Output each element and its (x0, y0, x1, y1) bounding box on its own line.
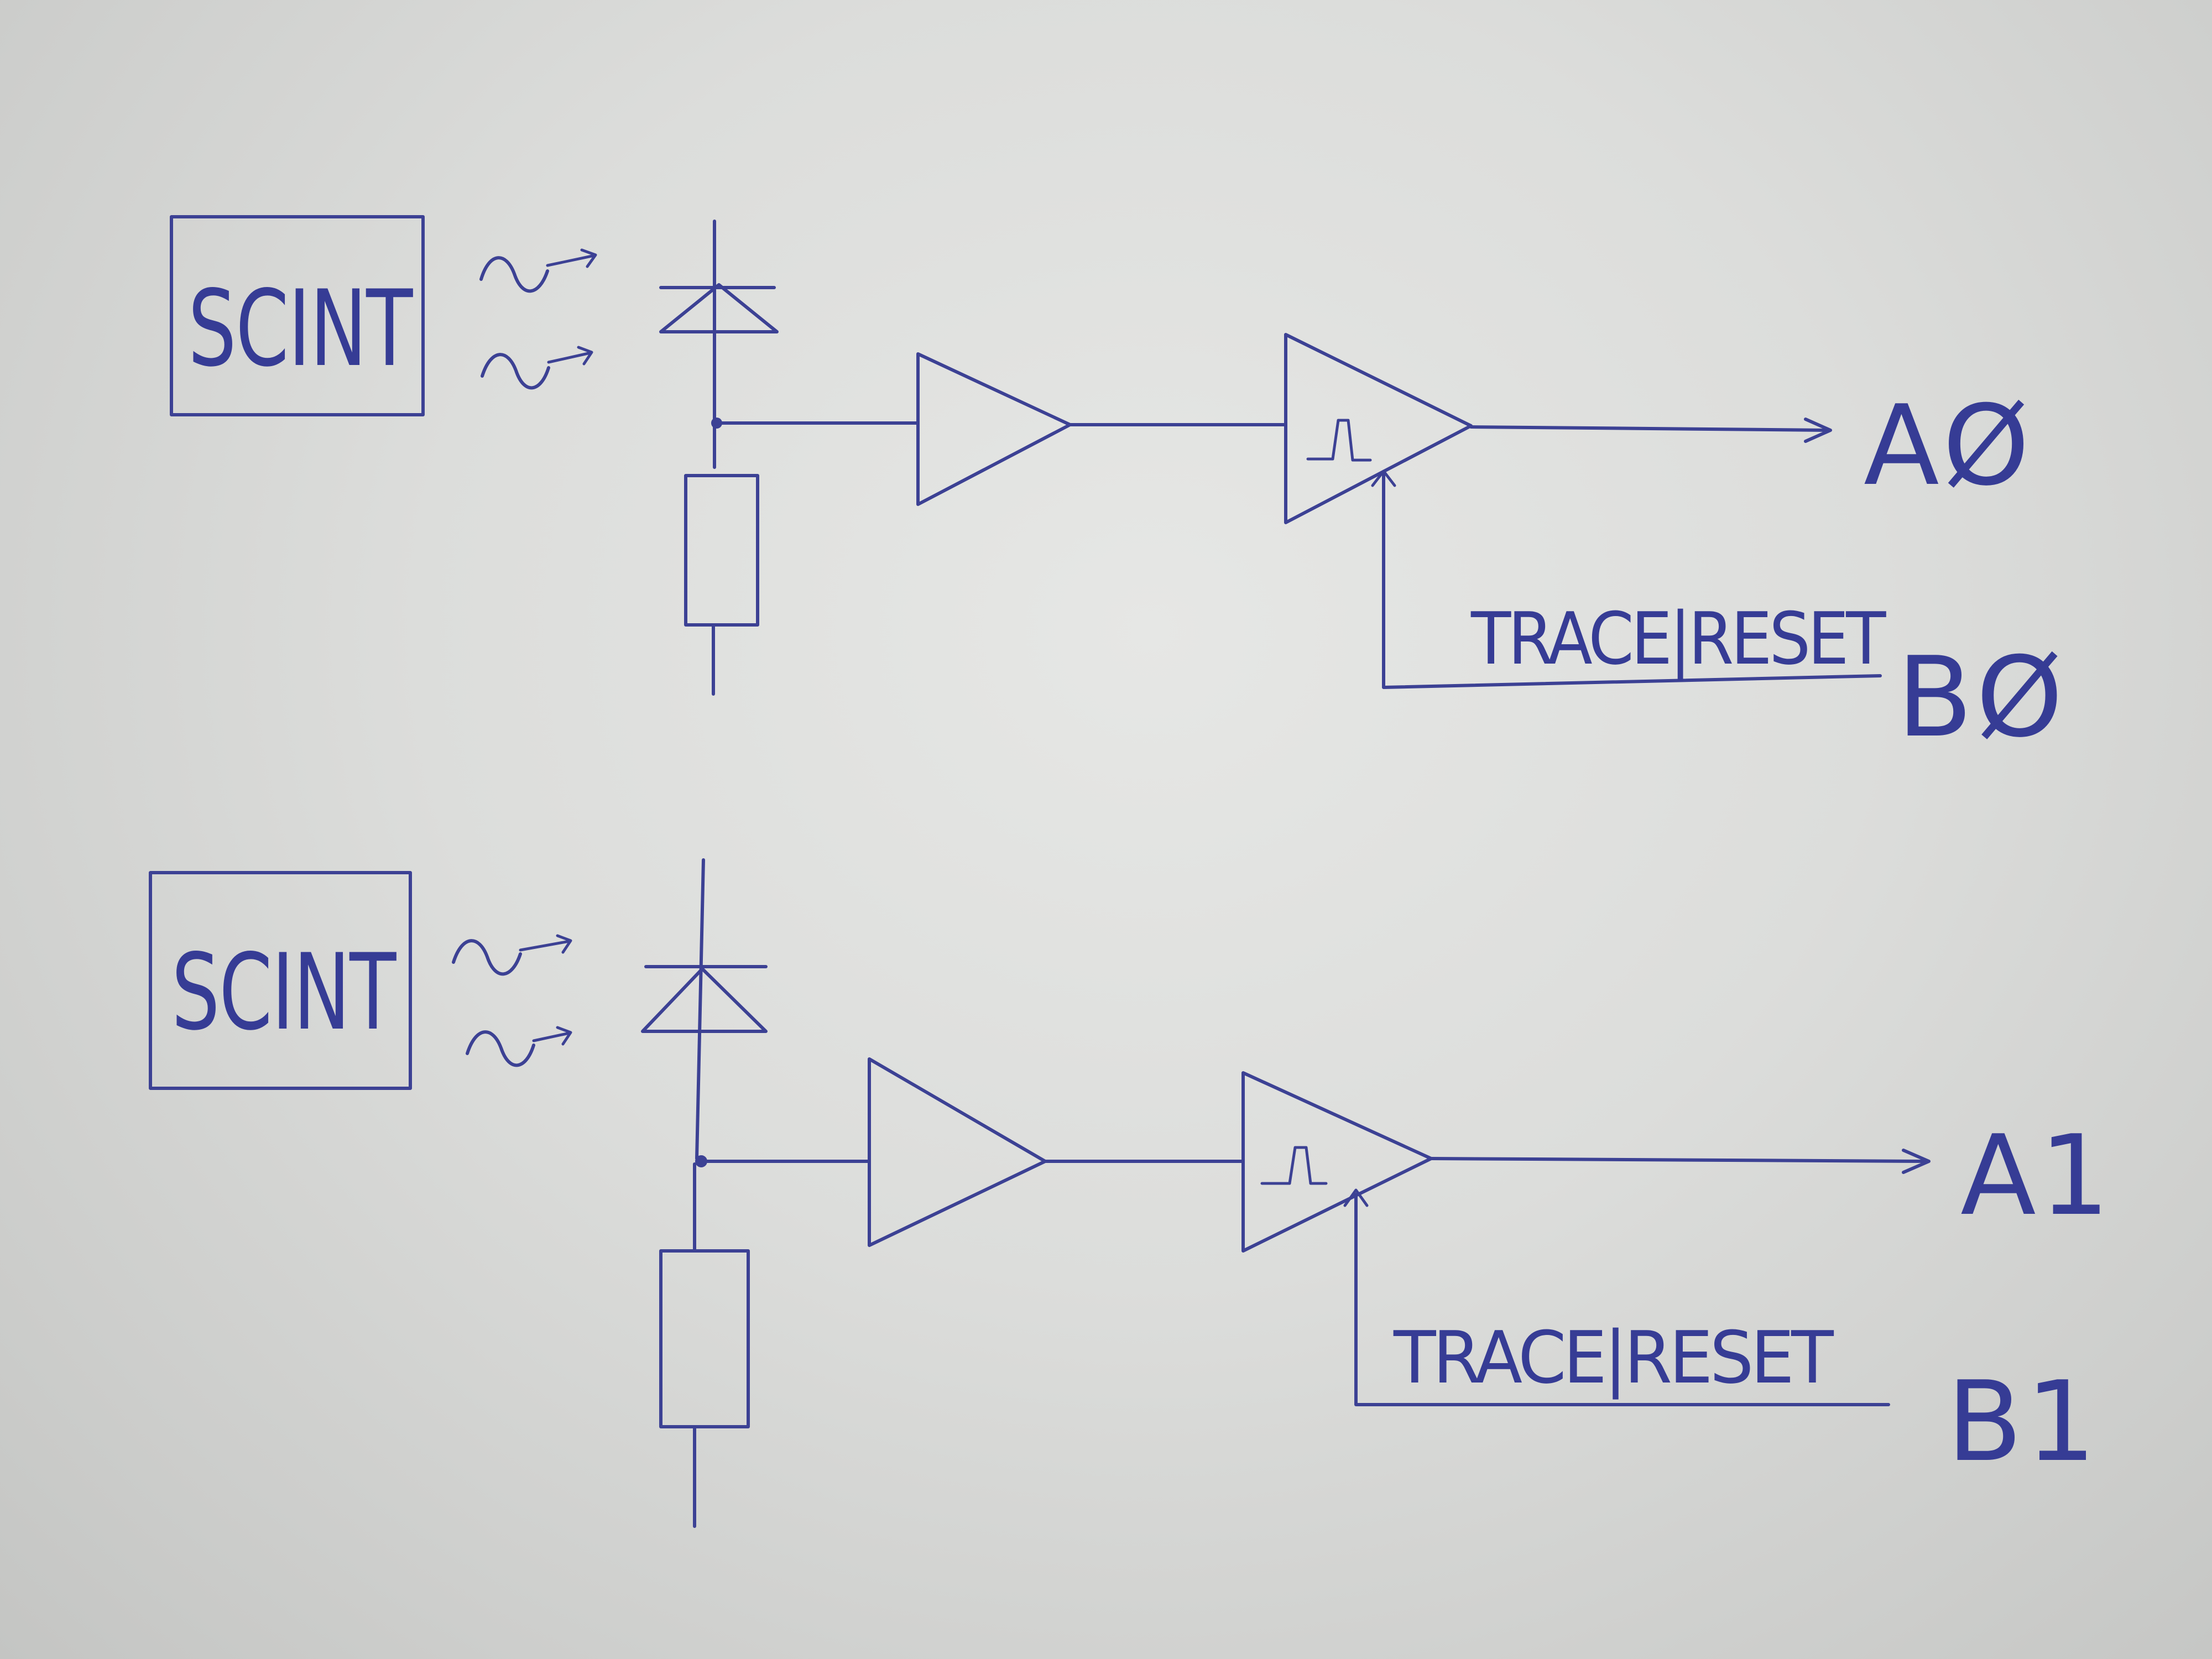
photodiode-icon (641, 858, 768, 1167)
channel-1: SCINT A1 (149, 858, 2113, 1528)
feedback-line (1371, 469, 1882, 689)
scintillator-block: SCINT (170, 215, 425, 416)
scintillator-box (170, 215, 425, 416)
arrow-icon (1902, 1149, 1931, 1174)
output-label: AØ (1864, 382, 2033, 510)
control-label: BØ (1897, 633, 2067, 762)
resistor-icon (684, 474, 759, 696)
amplifier-icon (868, 1057, 1047, 1247)
scintillator-label: SCINT (171, 931, 397, 1053)
pulse-shaper-icon (1241, 1071, 1433, 1253)
light-emission-icon (452, 934, 572, 1067)
pulse-shaper-icon (1284, 333, 1473, 524)
scintillator-label: SCINT (188, 268, 413, 390)
scintillator-box (149, 871, 412, 1090)
resistor-icon (659, 1162, 750, 1528)
feedback-label: TRACE|RESET (1470, 597, 1886, 681)
photodiode-icon (659, 220, 779, 469)
output-label: A1 (1960, 1112, 2113, 1240)
feedback-line (1343, 1188, 1890, 1406)
output-arrow (1469, 418, 1832, 443)
light-emission-icon (479, 248, 597, 390)
control-label: B1 (1947, 1358, 2099, 1486)
scintillator-block: SCINT (149, 871, 412, 1090)
output-arrow (1430, 1149, 1931, 1174)
channel-0: SCINT AØ (170, 215, 2067, 762)
feedback-label: TRACE|RESET (1393, 1316, 1834, 1400)
arrow-icon (1804, 418, 1832, 443)
arrow-icon (1371, 469, 1396, 487)
amplifier-icon (916, 352, 1072, 506)
arrow-icon (1343, 1188, 1369, 1207)
